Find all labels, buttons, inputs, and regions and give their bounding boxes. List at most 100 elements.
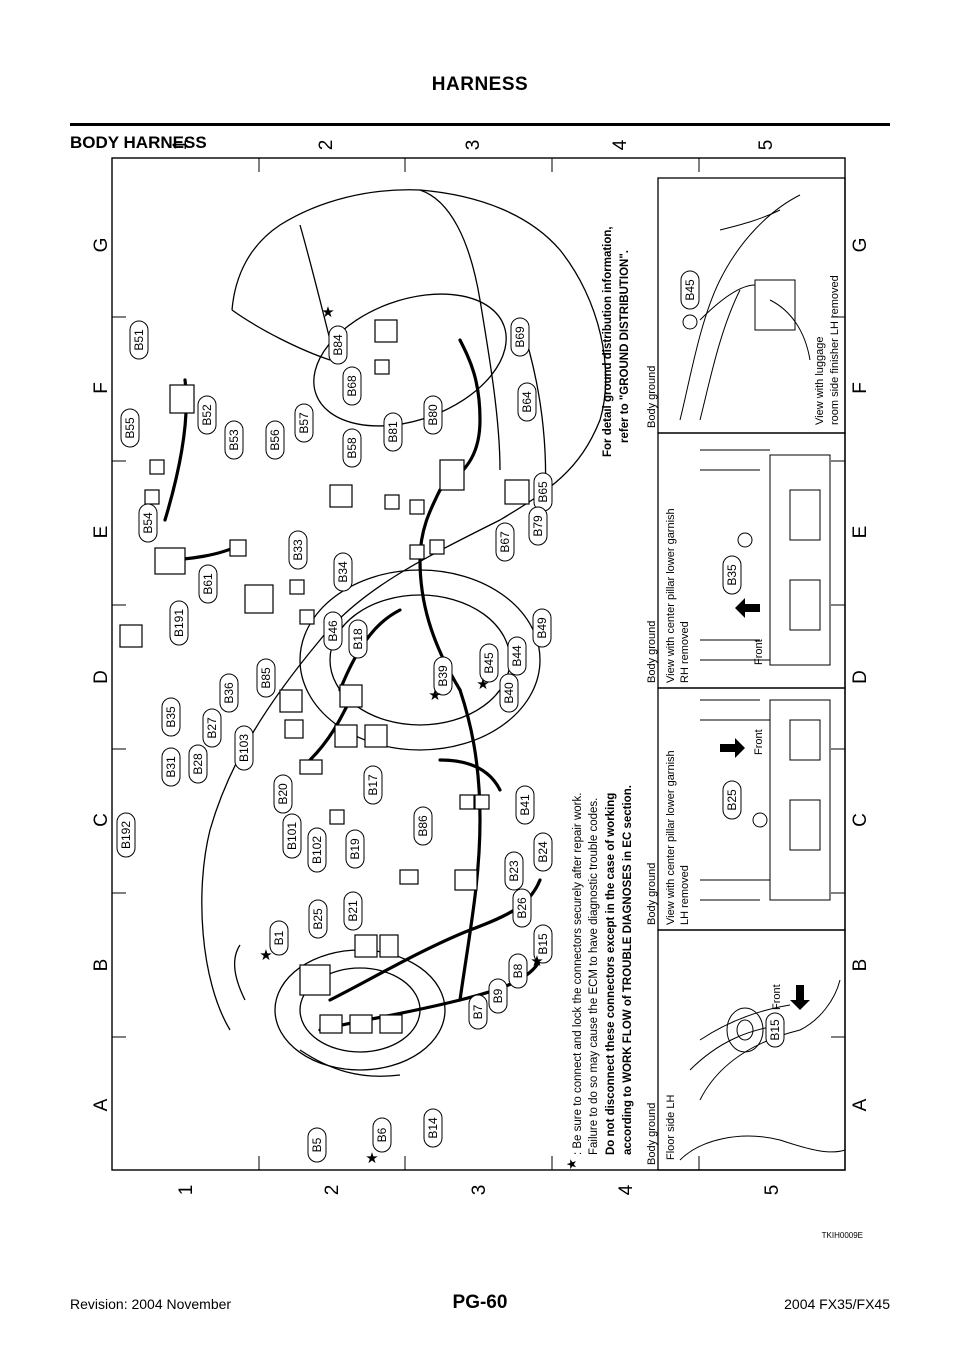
svg-text:B79: B79	[531, 515, 545, 537]
inset1-connector-label: B15	[765, 1012, 785, 1048]
label-B1: B1	[269, 920, 289, 956]
inset3-view-2: RH removed	[679, 621, 691, 683]
svg-text:B6: B6	[375, 1127, 389, 1142]
inset-center-pillar-rh: Body ground View with center pillar lowe…	[646, 449, 831, 683]
label-B8: B8	[508, 953, 528, 989]
ground-note-line-2: refer to "GROUND DISTRIBUTION".	[619, 250, 631, 443]
label-B35: B35	[161, 697, 181, 737]
svg-text:B40: B40	[502, 682, 516, 704]
label-B57: B57	[294, 403, 314, 443]
inset1-caption: Body ground	[646, 1103, 658, 1165]
svg-text:B41: B41	[518, 794, 532, 816]
svg-text:B27: B27	[205, 717, 219, 739]
label-B27: B27	[202, 708, 222, 748]
svg-text:B15: B15	[768, 1019, 782, 1041]
inset1-front: Front	[771, 984, 783, 1010]
svg-text:B44: B44	[510, 645, 524, 667]
col-label-left-B: B	[91, 959, 112, 972]
header-rule	[70, 123, 890, 126]
inset1-view: Floor side LH	[665, 1095, 677, 1160]
col-label-left-C: C	[91, 813, 112, 827]
svg-text:B23: B23	[507, 860, 521, 882]
figure-code: TKIH0009E	[821, 1231, 863, 1240]
label-B79: B79	[528, 506, 548, 546]
inset2-front: Front	[753, 729, 765, 755]
svg-text:B25: B25	[725, 789, 739, 811]
inset2-connector-label: B25	[722, 780, 742, 820]
front-arrow-icon	[735, 598, 760, 618]
row-label-top-1: 1	[170, 140, 191, 151]
label-B80: B80	[423, 395, 443, 435]
label-B24: B24	[533, 832, 553, 872]
svg-text:B7: B7	[471, 1004, 485, 1019]
svg-text:B52: B52	[200, 404, 214, 426]
star-icon: ★	[365, 1150, 378, 1167]
svg-text:B39: B39	[436, 665, 450, 687]
svg-text:B54: B54	[141, 512, 155, 534]
label-B9: B9	[488, 978, 508, 1014]
label-B102: B102	[307, 827, 327, 873]
svg-text:B51: B51	[132, 329, 146, 351]
svg-text:B191: B191	[172, 609, 186, 637]
svg-text:B5: B5	[310, 1137, 324, 1152]
section-title: BODY HARNESS	[70, 133, 207, 152]
svg-text:B35: B35	[725, 564, 739, 586]
label-B17: B17	[363, 765, 383, 805]
label-B191: B191	[169, 600, 189, 646]
col-label-right-G: G	[850, 238, 871, 253]
inset-floor-side: Body ground Floor side LH B15 Front	[646, 979, 846, 1165]
inset3-caption: Body ground	[646, 621, 658, 683]
svg-text:B101: B101	[285, 822, 299, 850]
label-B21: B21	[343, 891, 363, 931]
label-B81: B81	[383, 412, 403, 452]
label-B20: B20	[273, 774, 293, 814]
label-B5: B5	[307, 1127, 327, 1163]
col-label-right-F: F	[850, 382, 871, 394]
star-icon: ★	[476, 676, 489, 693]
inset-center-pillar-lh: Body ground View with center pillar lowe…	[646, 699, 831, 925]
star-icon: ★	[564, 1158, 579, 1170]
label-B15: B15	[533, 924, 553, 964]
svg-text:B55: B55	[123, 417, 137, 439]
label-B53: B53	[224, 420, 244, 460]
svg-text:B57: B57	[297, 412, 311, 434]
ground-note: For detail ground distribution informati…	[602, 226, 631, 457]
label-B56: B56	[265, 420, 285, 460]
star-markers: ★ ★ ★ ★ ★ ★	[259, 304, 543, 1167]
label-B52: B52	[197, 395, 217, 435]
label-B58: B58	[342, 428, 362, 468]
label-B85: B85	[256, 658, 276, 698]
svg-text:B61: B61	[201, 573, 215, 595]
svg-text:B86: B86	[416, 815, 430, 837]
label-B18: B18	[348, 619, 368, 659]
note-line-3: Do not disconnect these connectors excep…	[605, 793, 617, 1155]
svg-text:B58: B58	[345, 437, 359, 459]
inset3-view-1: View with center pillar lower garnish	[665, 508, 677, 683]
inset3-connector-label: B35	[722, 555, 742, 595]
svg-text:B103: B103	[237, 734, 251, 762]
label-B31: B31	[161, 747, 181, 787]
inset-luggage-room: Body ground B45 View with luggage room s…	[646, 194, 841, 428]
svg-text:B33: B33	[291, 539, 305, 561]
star-icon: ★	[428, 687, 441, 704]
label-B46: B46	[323, 611, 343, 651]
col-label-right-E: E	[850, 526, 871, 539]
label-B51: B51	[129, 320, 149, 360]
note-line-4: according to WORK FLOW of TROUBLE DIAGNO…	[622, 785, 634, 1155]
grid-labels: 1 2 3 4 5 1 2 3 4 5 A B C D E F G A B C …	[91, 139, 871, 1195]
row-label-bottom-1: 1	[176, 1185, 197, 1196]
label-B36: B36	[219, 673, 239, 713]
row-label-bottom-5: 5	[762, 1185, 783, 1196]
svg-text:B80: B80	[426, 404, 440, 426]
vehicle-outline	[201, 189, 607, 1077]
svg-text:B64: B64	[520, 391, 534, 413]
svg-text:B15: B15	[536, 933, 550, 955]
harness-wires	[158, 338, 542, 1032]
front-arrow-icon	[720, 738, 745, 758]
label-B40: B40	[499, 673, 519, 713]
row-label-top-4: 4	[610, 139, 631, 150]
label-B41: B41	[515, 785, 535, 825]
label-B44: B44	[507, 636, 527, 676]
label-B19: B19	[345, 829, 365, 869]
